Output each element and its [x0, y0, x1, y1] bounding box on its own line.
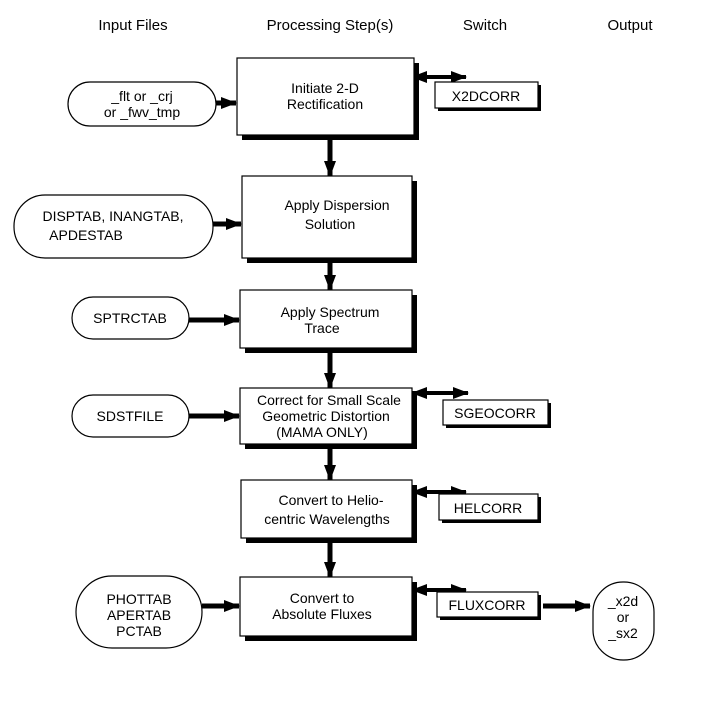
header-switch: Switch [463, 17, 507, 34]
step-label: Apply Dispersion [284, 197, 389, 213]
input-file-label: _flt or _crj [110, 88, 172, 104]
input-file-pill [67, 81, 217, 127]
input-file-label: PHOTTAB [106, 591, 171, 607]
step-label: Absolute Fluxes [272, 606, 372, 622]
switch-sgeocorr: SGEOCORR [442, 399, 551, 428]
step-label: (MAMA ONLY) [276, 424, 368, 440]
step-label: Correct for Small Scale [257, 392, 401, 408]
header-output: Output [607, 17, 653, 34]
output-file-oval [592, 581, 655, 661]
input-file-label: SPTRCTAB [93, 310, 167, 326]
process-step-4: Correct for Small Scale Geometric Distor… [239, 387, 417, 449]
input-file-label: PCTAB [116, 623, 162, 639]
switch-x2dcorr: X2DCORR [434, 81, 541, 111]
process-step-3: Apply Spectrum Trace [239, 289, 417, 353]
step-label: Apply Spectrum [281, 304, 380, 320]
header-processing-steps: Processing Step(s) [267, 17, 394, 34]
input-file-label: DISPTAB, INANGTAB, [42, 208, 183, 224]
input-file-label: APDESTAB [49, 227, 123, 243]
switch-label: FLUXCORR [448, 597, 525, 613]
output-file-label: _x2d [607, 593, 638, 609]
process-step-6: Convert to Absolute Fluxes [239, 576, 417, 641]
switch-helcorr: HELCORR [438, 493, 541, 523]
switch-label: HELCORR [454, 500, 522, 516]
process-step-1: Initiate 2-D Rectification [236, 57, 419, 140]
step-label: Trace [304, 320, 339, 336]
step-label: centric Wavelengths [264, 511, 390, 527]
process-step-2: Apply Dispersion Solution [241, 175, 417, 263]
switch-label: SGEOCORR [454, 405, 536, 421]
switch-label: X2DCORR [452, 88, 520, 104]
input-file-label: or _fwv_tmp [104, 104, 180, 120]
step-label: Solution [305, 216, 356, 232]
step-label: Convert to Helio- [278, 492, 383, 508]
output-file-label: or [617, 609, 630, 625]
output-file-label: _sx2 [607, 625, 638, 641]
step-label: Initiate 2-D [291, 80, 359, 96]
step-label: Geometric Distortion [262, 408, 390, 424]
process-step-5: Convert to Helio- centric Wavelengths [240, 479, 417, 543]
switch-fluxcorr: FLUXCORR [436, 591, 541, 620]
header-input-files: Input Files [98, 17, 167, 34]
input-file-label: APERTAB [107, 607, 171, 623]
step-label: Convert to [290, 590, 355, 606]
input-file-pill [71, 296, 190, 340]
input-file-pill [13, 194, 214, 259]
step-label: Rectification [287, 96, 363, 112]
input-file-pill [75, 575, 203, 649]
input-file-label: SDSTFILE [97, 408, 164, 424]
input-file-pill [71, 394, 190, 438]
